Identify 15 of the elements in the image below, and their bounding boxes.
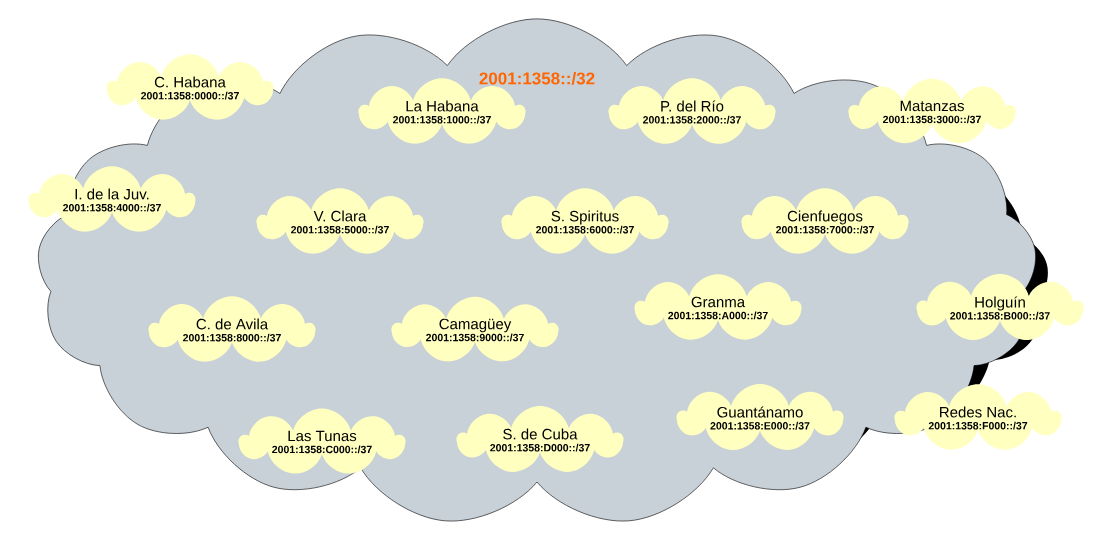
subnet-cloud: V. Clara 2001:1358:5000::/37: [256, 188, 424, 254]
subnet-cloud: S. Spiritus 2001:1358:6000::/37: [501, 188, 669, 254]
subnet-cloud: I. de la Juv. 2001:1358:4000::/37: [28, 166, 196, 232]
subnet-cloud: C. de Avila 2001:1358:8000::/37: [148, 296, 316, 362]
subnet-cloud: Holguín 2001:1358:B000::/37: [916, 273, 1084, 341]
subnet-cloud: Redes Nac. 2001:1358:F000::/37: [894, 384, 1062, 450]
subnet-cloud: Matanzas 2001:1358:3000::/37: [848, 78, 1016, 144]
subnet-cloud: Camagüey 2001:1358:9000::/37: [391, 296, 559, 362]
subnet-cloud: Granma 2001:1358:A000::/37: [634, 274, 802, 340]
subnet-cloud: Cienfuegos 2001:1358:7000::/37: [741, 188, 909, 254]
subnet-cloud: Guantánamo 2001:1358:E000::/37: [676, 384, 844, 450]
subnet-cloud: Las Tunas 2001:1358:C000::/37: [238, 408, 406, 474]
subnet-cloud: S. de Cuba 2001:1358:D000::/37: [456, 406, 624, 472]
subnet-cloud: C. Habana 2001:1358:0000::/37: [106, 54, 274, 120]
subnet-cloud: P. del Río 2001:1358:2000::/37: [608, 78, 776, 144]
